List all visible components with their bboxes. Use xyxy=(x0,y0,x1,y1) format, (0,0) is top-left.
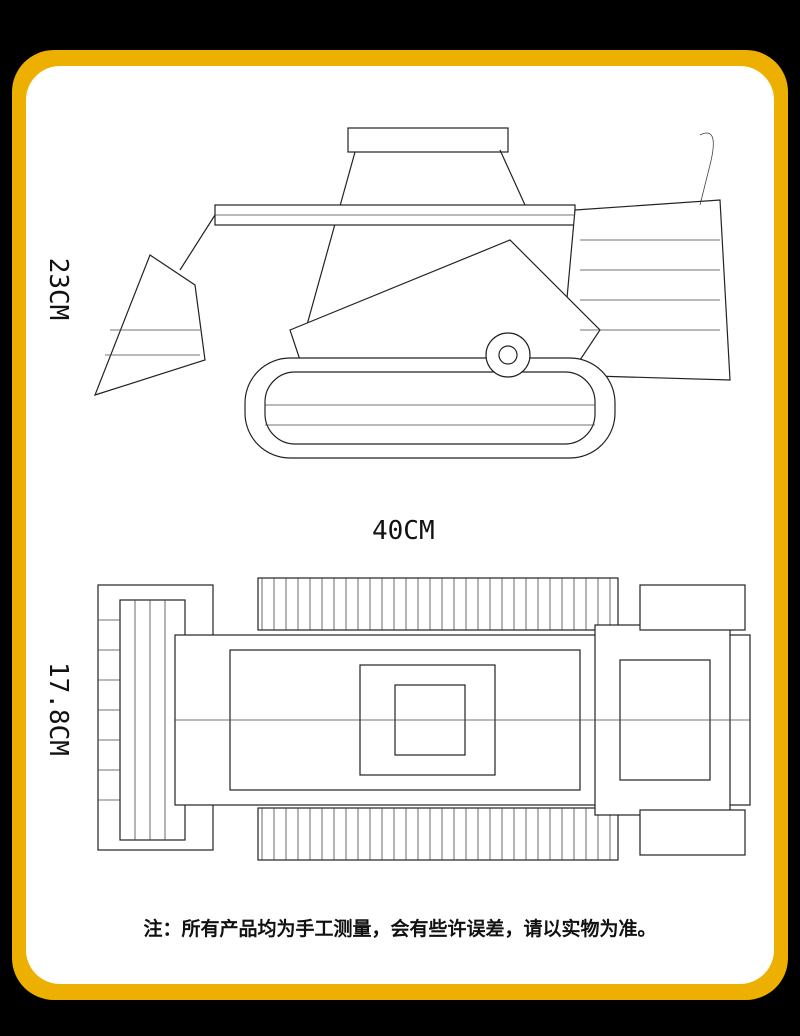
loader-side-view xyxy=(93,127,731,459)
measurement-note: 注：所有产品均为手工测量，会有些许误差，请以实物为准。 xyxy=(143,918,657,940)
height-dimension-label: 23CM xyxy=(43,257,73,321)
width-dimension-label: 17.8CM xyxy=(43,662,73,756)
length-dimension-label: 40CM xyxy=(372,516,435,546)
loader-top-view xyxy=(97,577,751,861)
